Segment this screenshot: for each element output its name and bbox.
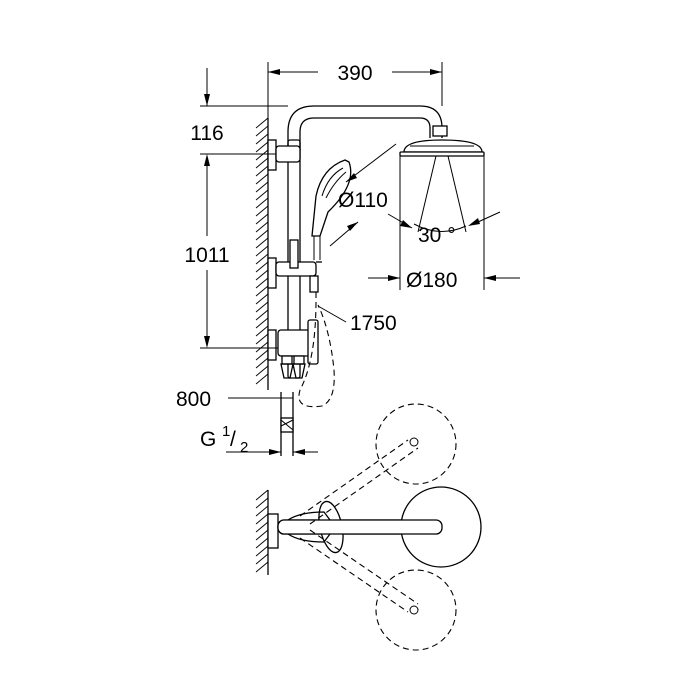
plan-swing-upper bbox=[299, 403, 457, 525]
wall-hatch-line bbox=[255, 277, 269, 289]
dim-head-shower-diameter: Ø180 bbox=[368, 156, 520, 292]
wall-hatch-line bbox=[255, 285, 269, 297]
wall-hatch-line bbox=[255, 229, 269, 241]
wall-hatch-line bbox=[255, 365, 269, 377]
dim-width-390: 390 bbox=[267, 62, 443, 118]
wall-hatch-line bbox=[255, 293, 269, 305]
dim-outlet-height: 800 bbox=[176, 388, 293, 411]
dim-spray-angle: 30 ° bbox=[413, 211, 501, 247]
plan-wall-bracket bbox=[267, 513, 279, 549]
wall-hatch-line bbox=[255, 357, 269, 369]
hand-shower bbox=[311, 159, 352, 260]
dim-label-180: Ø180 bbox=[406, 269, 457, 292]
wall-hatch-line bbox=[255, 505, 269, 517]
wall-hatch-line bbox=[255, 521, 269, 533]
plan-arm-overlay bbox=[277, 519, 443, 535]
wall-hatch-line bbox=[255, 309, 269, 321]
dim-label-thread-g: G bbox=[200, 428, 216, 451]
wall-hatch-line bbox=[255, 173, 269, 185]
wall-hatch-line bbox=[255, 197, 269, 209]
wall-upper bbox=[255, 117, 269, 390]
wall-hatch-line bbox=[255, 317, 269, 329]
head-shower bbox=[399, 125, 485, 233]
front-elevation-view: 390 116 1011 Ø110 bbox=[176, 62, 520, 456]
dim-label-390: 390 bbox=[337, 62, 372, 85]
wall-hatch-line bbox=[255, 349, 269, 361]
top-plan-view bbox=[255, 403, 482, 651]
wall-hatch-line bbox=[255, 489, 269, 501]
wall-hatch-line bbox=[255, 157, 269, 169]
shower-hose bbox=[298, 292, 335, 408]
wall-hatch-line bbox=[255, 213, 269, 225]
wall-hatch-line bbox=[255, 205, 269, 217]
wall-hatch-line bbox=[255, 325, 269, 337]
wall-hatch-line bbox=[255, 237, 269, 249]
plan-swing-lower bbox=[299, 529, 457, 651]
dim-label-30-degrees: 30 ° bbox=[418, 224, 456, 247]
wall-hatch-line bbox=[255, 245, 269, 257]
wall-hatch-line bbox=[255, 253, 269, 265]
wall-hatch-line bbox=[255, 301, 269, 313]
dim-thread-size: G 1 / 2 bbox=[200, 423, 318, 456]
wall-hatch-line bbox=[255, 341, 269, 353]
dim-hand-shower-diameter: Ø110 bbox=[329, 143, 413, 247]
wall-hatch-line bbox=[255, 221, 269, 233]
wall-hatch-line bbox=[255, 373, 269, 385]
dim-label-thread-denominator: 2 bbox=[240, 439, 248, 456]
wall-hatch-line bbox=[255, 561, 269, 573]
supply-pipe bbox=[280, 392, 294, 456]
wall-hatch-line bbox=[255, 537, 269, 549]
wall-hatch-line bbox=[255, 497, 269, 509]
dim-hose-length: 1750 bbox=[317, 305, 397, 335]
dim-label-800: 800 bbox=[176, 388, 211, 411]
dim-height-1011: 1011 bbox=[184, 154, 278, 349]
wall-hatch-line bbox=[255, 117, 269, 129]
wall-hatch-line bbox=[255, 333, 269, 345]
wall-hatch-line bbox=[255, 513, 269, 525]
wall-hatch-line bbox=[255, 269, 269, 281]
wall-hatch-line bbox=[255, 553, 269, 565]
wall-hatch-line bbox=[255, 133, 269, 145]
wall-hatch-line bbox=[255, 181, 269, 193]
dim-label-thread-numerator: 1 bbox=[222, 423, 230, 440]
wall-hatch-line bbox=[255, 165, 269, 177]
wall-hatch-line bbox=[255, 261, 269, 273]
dim-height-116: 116 bbox=[190, 68, 288, 155]
wall-lower bbox=[255, 489, 269, 575]
dim-label-1011: 1011 bbox=[184, 244, 229, 267]
dim-label-116: 116 bbox=[190, 122, 223, 145]
dim-label-110: Ø110 bbox=[338, 189, 388, 212]
dim-label-1750: 1750 bbox=[350, 312, 397, 335]
dim-label-thread-slash: / bbox=[230, 428, 236, 451]
wall-hatch-line bbox=[255, 189, 269, 201]
wall-hatch-line bbox=[255, 149, 269, 161]
wall-hatch-line bbox=[255, 529, 269, 541]
wall-hatch-line bbox=[255, 545, 269, 557]
riser-rail bbox=[267, 105, 443, 379]
wall-hatch-line bbox=[255, 141, 269, 153]
wall-hatch-line bbox=[255, 125, 269, 137]
